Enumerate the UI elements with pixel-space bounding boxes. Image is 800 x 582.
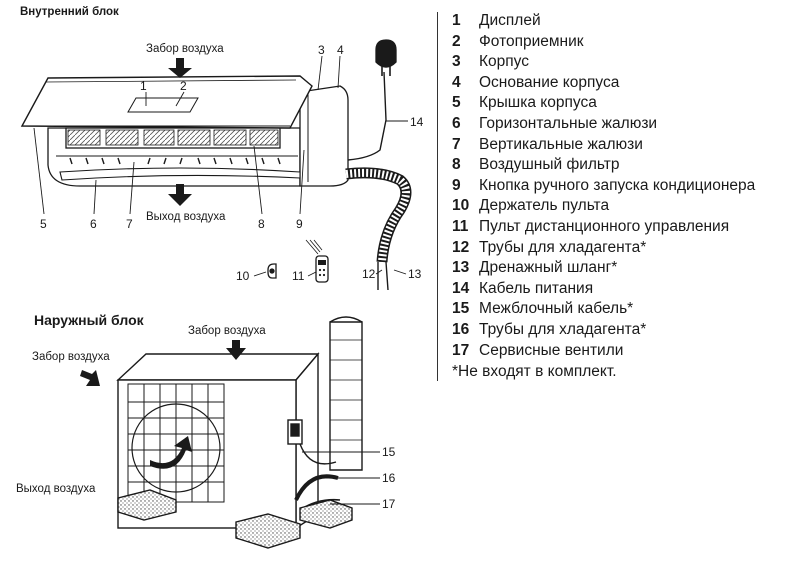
legend-item-text: Вертикальные жалюзи <box>479 135 643 153</box>
indoor-unit-title: Внутренний блок <box>20 6 119 18</box>
legend-item: 4 Основание корпуса <box>452 74 800 95</box>
legend-item-text: Основание корпуса <box>479 73 620 91</box>
legend-item-text: Корпус <box>479 53 529 71</box>
legend-item: 3 Корпус <box>452 53 800 74</box>
legend-item-text: Горизонтальные жалюзи <box>479 114 658 132</box>
outdoor-air-in-left-label: Забор воздуха <box>32 351 110 363</box>
outdoor-leader-lines <box>302 451 380 505</box>
callout-1: 1 <box>140 79 147 93</box>
outdoor-air-in-left-arrow-icon <box>80 370 100 386</box>
callout-12: 12 <box>362 267 376 281</box>
legend-item-text: Крышка корпуса <box>479 94 597 112</box>
legend-item-number: 11 <box>452 217 469 235</box>
legend-item: 13 Дренажный шланг* <box>452 259 800 280</box>
callout-17: 17 <box>382 497 396 511</box>
legend-item: 16 Трубы для хладагента* <box>452 321 800 342</box>
legend-item-text: Пульт дистанционного управления <box>479 217 730 235</box>
legend-item: 11 Пульт дистанционного управления <box>452 218 800 239</box>
legend-item-text: Держатель пульта <box>479 197 610 215</box>
legend-item-number: 10 <box>452 197 470 215</box>
legend-item-number: 9 <box>452 176 461 194</box>
callout-9: 9 <box>296 217 303 231</box>
callout-14: 14 <box>410 115 424 129</box>
outdoor-unit-title: Наружный блок <box>34 312 144 328</box>
legend-item: 8 Воздушный фильтр <box>452 156 800 177</box>
callout-2: 2 <box>180 79 187 93</box>
legend-item-number: 17 <box>452 341 470 359</box>
legend-item-text: Межблочный кабель* <box>479 300 634 318</box>
legend-item: 14 Кабель питания <box>452 280 800 301</box>
legend-item: 2 Фотоприемник <box>452 33 800 54</box>
callout-16: 16 <box>382 471 396 485</box>
legend-footnote: *Не входят в комплект. <box>452 363 617 381</box>
legend-item-number: 16 <box>452 320 470 338</box>
callout-3: 3 <box>318 43 325 57</box>
legend-item-number: 13 <box>452 259 470 277</box>
air-out-arrow-icon <box>168 184 192 206</box>
indoor-air-in-label: Забор воздуха <box>146 43 224 55</box>
fan-airflow-arrow-icon <box>150 436 192 469</box>
legend-item: 15 Межблочный кабель* <box>452 300 800 321</box>
legend-item-number: 2 <box>452 32 461 50</box>
legend-item-number: 8 <box>452 156 461 174</box>
legend-item-number: 5 <box>452 94 461 112</box>
legend-item: 9 Кнопка ручного запуска кондиционера <box>452 177 800 198</box>
callout-15: 15 <box>382 445 396 459</box>
legend-item: 10 Держатель пульта <box>452 197 800 218</box>
legend-item-number: 15 <box>452 300 470 318</box>
legend-item-text: Дисплей <box>479 12 541 29</box>
legend-item: 7 Вертикальные жалюзи <box>452 136 800 157</box>
legend-item-text: Фотоприемник <box>479 32 584 50</box>
legend-item: 6 Горизонтальные жалюзи <box>452 115 800 136</box>
callout-4: 4 <box>337 43 344 57</box>
legend-item-number: 1 <box>452 12 461 29</box>
air-in-arrow-icon <box>168 58 192 78</box>
parts-legend: 1 Дисплей 2 Фотоприемник 3 Корпус 4 Основани… <box>437 12 800 382</box>
callout-6: 6 <box>90 217 97 231</box>
legend-item-number: 7 <box>452 135 461 153</box>
legend-item-number: 14 <box>452 279 470 297</box>
legend-item-number: 12 <box>452 238 470 256</box>
legend-item: 17 Сервисные вентили <box>452 342 800 363</box>
legend-item-text: Кнопка ручного запуска кондиционера <box>479 176 756 194</box>
callout-7: 7 <box>126 217 133 231</box>
outdoor-unit-drawing <box>116 316 363 549</box>
legend-item: 1 Дисплей <box>452 12 800 33</box>
legend-item-text: Трубы для хладагента* <box>479 320 647 338</box>
callout-13: 13 <box>408 267 422 281</box>
legend-item-number: 6 <box>452 114 461 132</box>
legend-item: 5 Крышка корпуса <box>452 94 800 115</box>
callout-10: 10 <box>236 269 250 283</box>
legend-item-text: Воздушный фильтр <box>479 156 620 174</box>
callout-5: 5 <box>40 217 47 231</box>
legend-item: 12 Трубы для хладагента* <box>452 239 800 260</box>
legend-item-text: Сервисные вентили <box>479 341 624 359</box>
outdoor-air-in-top-label: Забор воздуха <box>188 325 266 337</box>
indoor-air-out-label: Выход воздуха <box>146 211 226 223</box>
callout-8: 8 <box>258 217 265 231</box>
indoor-unit-drawing <box>20 39 412 291</box>
outdoor-air-out-label: Выход воздуха <box>16 483 96 495</box>
legend-item-text: Трубы для хладагента* <box>479 238 647 256</box>
legend-item-text: Дренажный шланг* <box>479 259 618 277</box>
legend-item-number: 3 <box>452 53 461 71</box>
legend-item-number: 4 <box>452 73 461 91</box>
callout-11: 11 <box>292 269 305 283</box>
indoor-leader-lines <box>33 55 408 277</box>
legend-item-text: Кабель питания <box>479 279 594 297</box>
outdoor-air-in-top-arrow-icon <box>226 340 246 360</box>
